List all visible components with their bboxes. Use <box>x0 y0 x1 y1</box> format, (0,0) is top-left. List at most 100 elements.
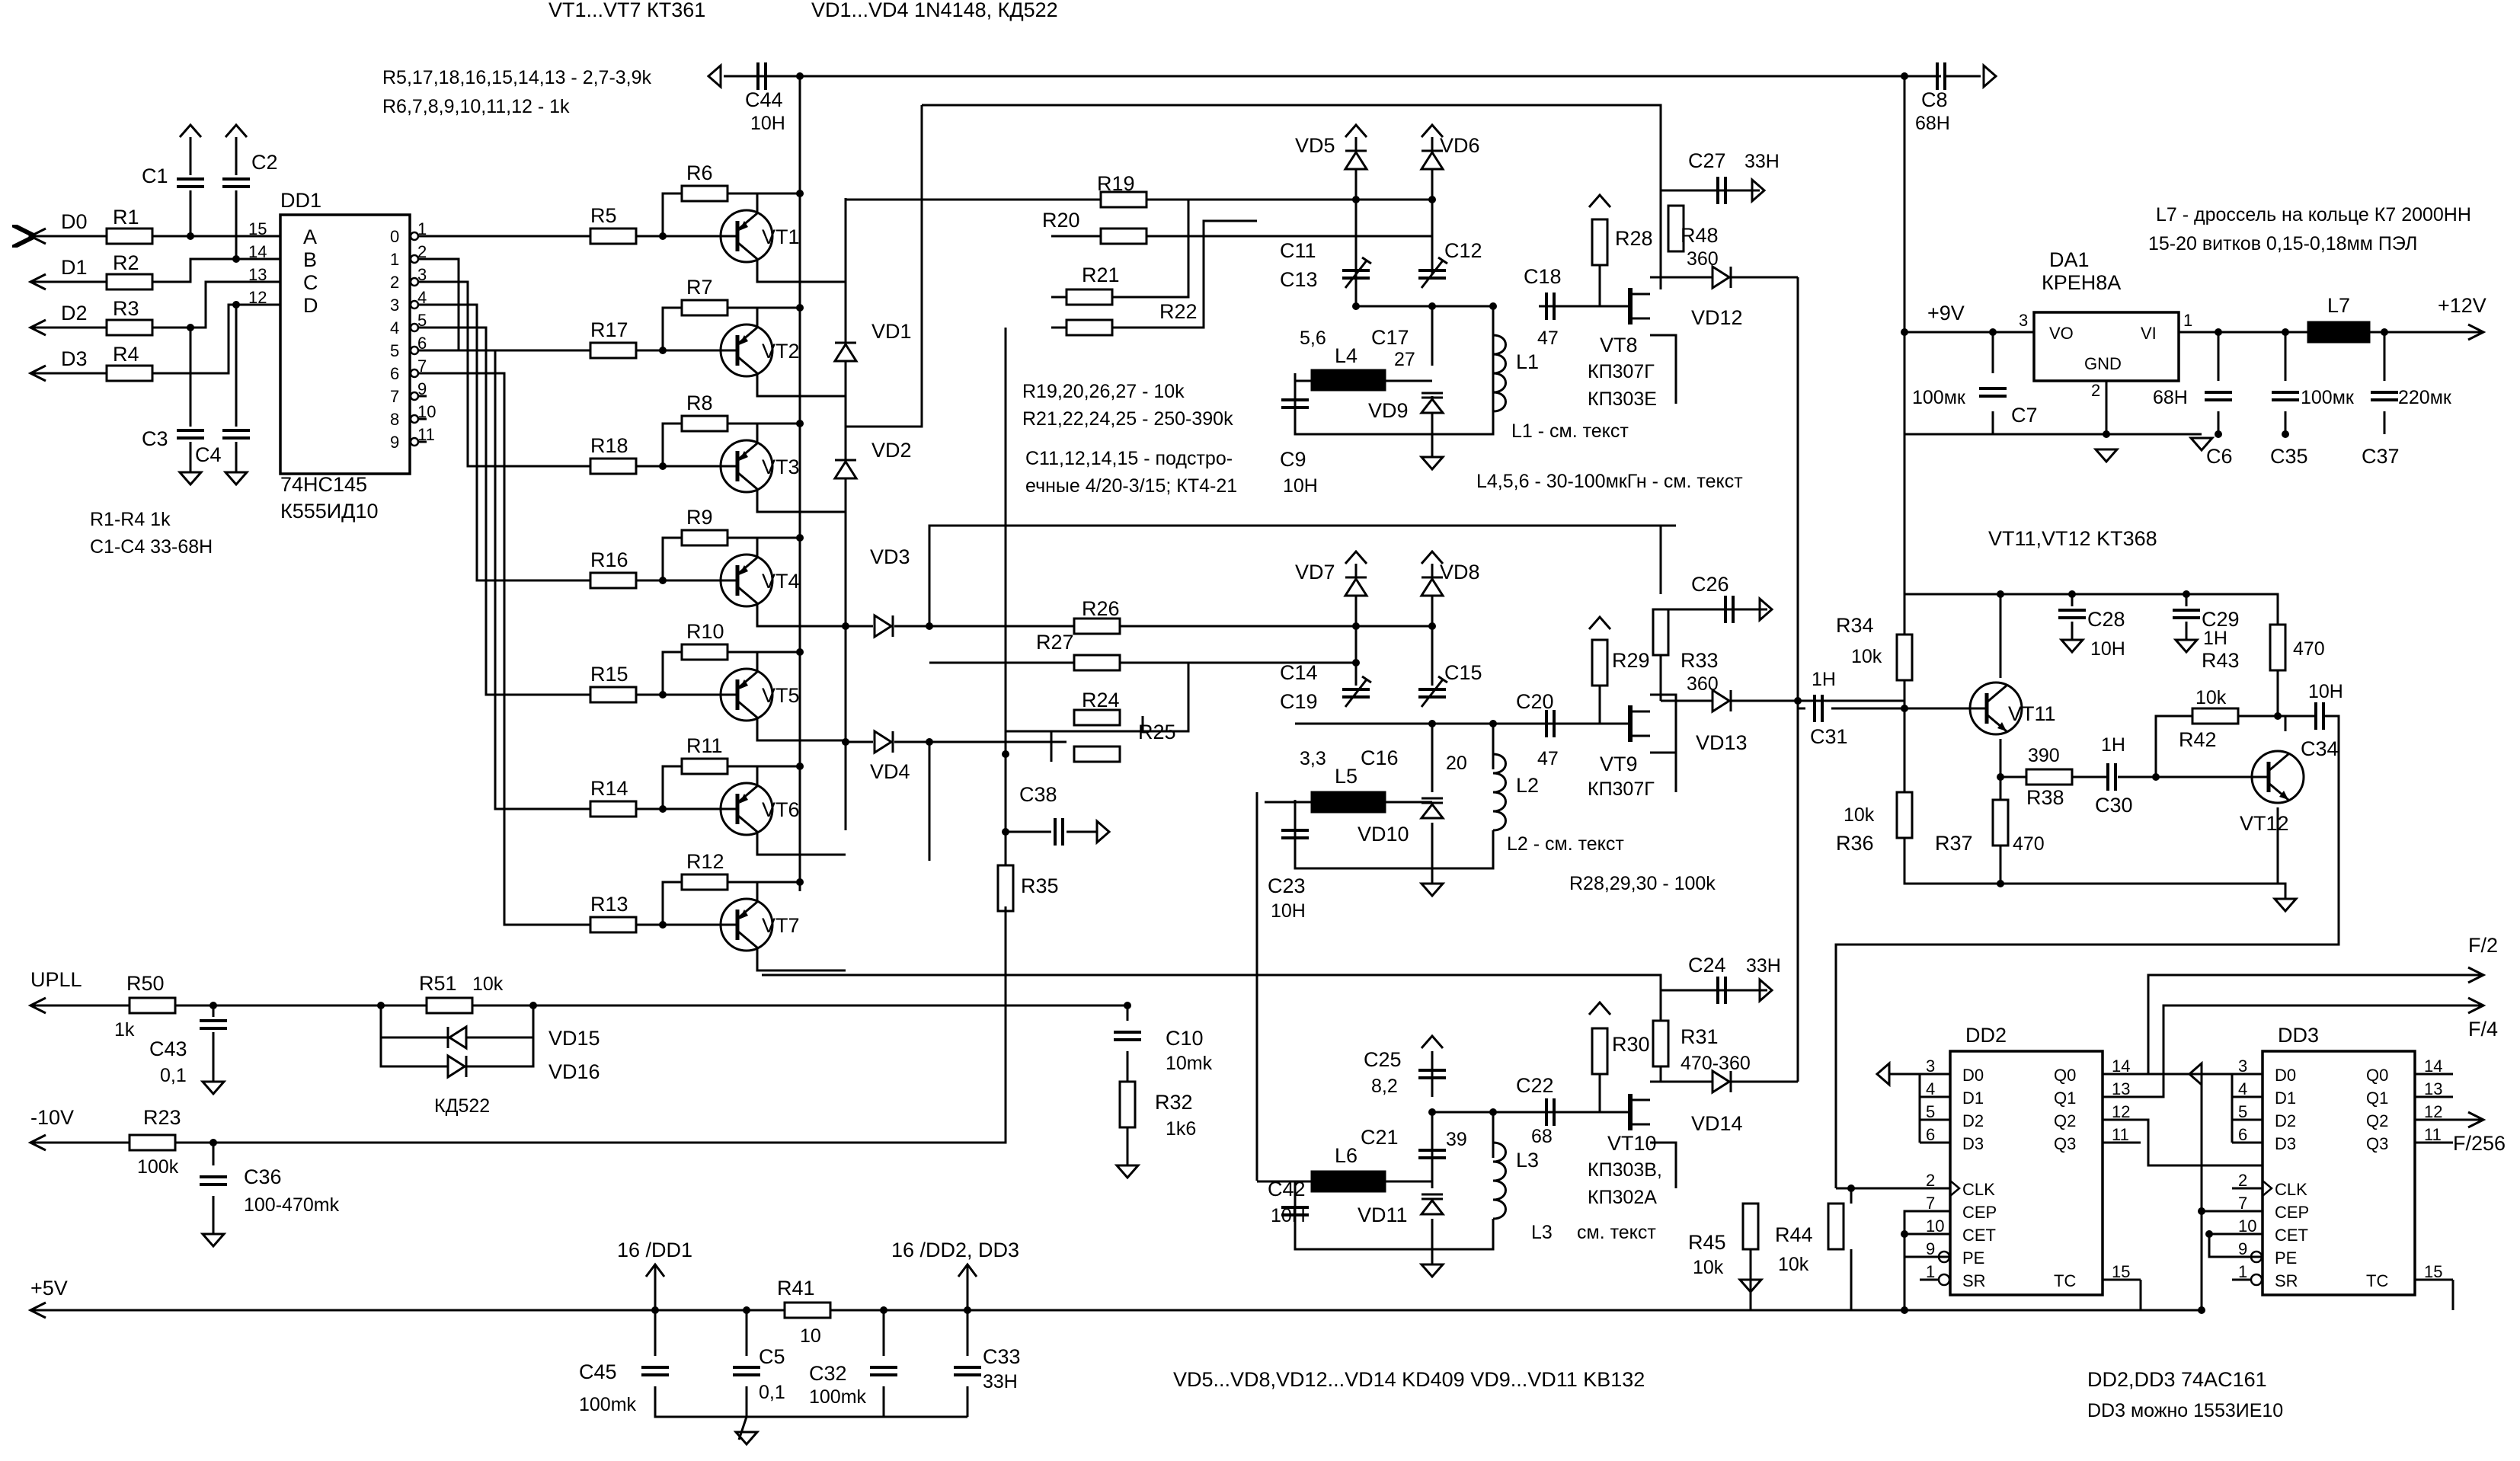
cap-c8: C8 <box>1921 88 1948 111</box>
cap-c38: C38 <box>1019 783 1057 806</box>
vco3-section <box>762 792 1798 1264</box>
res-r4: R4 <box>113 343 139 366</box>
amplifier-section <box>1798 590 2340 1188</box>
switch-ladder: R5R6VT1R17R7VT2R18R8VT3R16R9VT4R15R10VT5… <box>427 161 846 972</box>
reg-type: КРЕН8А <box>2042 271 2121 294</box>
res-r50-val: 1k <box>114 1019 135 1041</box>
dd2-in-d1: D1 <box>1962 1089 1984 1108</box>
dd3-outpin-1: 13 <box>2424 1079 2442 1098</box>
diode-vd1: VD1 <box>871 320 912 343</box>
dd1-out-7: 7 <box>390 387 399 406</box>
dd2-in-d2: D2 <box>1962 1111 1984 1130</box>
dd2-inpin-8: 1 <box>1926 1262 1935 1281</box>
label-plus9: +9V <box>1927 302 1965 324</box>
base-res-4: R16 <box>590 548 628 571</box>
cap-c31-val: 1H <box>1812 669 1836 690</box>
dd3-in-cep: CEP <box>2275 1203 2309 1222</box>
fet-vt8-type: КП307Г <box>1588 361 1655 382</box>
dd3-in-cet: CET <box>2275 1226 2308 1245</box>
plus5-section <box>27 1280 2205 1440</box>
arrow-dd1 <box>644 1262 666 1280</box>
res-r43: R43 <box>2202 649 2240 672</box>
dd1-out-6: 6 <box>390 364 399 383</box>
dd1-in-d: D <box>303 294 318 317</box>
dd3-outpin-0: 14 <box>2424 1057 2442 1076</box>
res-r22: R22 <box>1159 300 1198 323</box>
label-plus12: +12V <box>2438 294 2486 317</box>
diode-vd13: VD13 <box>1696 731 1748 754</box>
diode-vd12: VD12 <box>1691 306 1743 329</box>
cap-c7-val: 100мк <box>1912 387 1966 408</box>
label-plus5: +5V <box>30 1277 68 1300</box>
dd3-in-d0: D0 <box>2275 1066 2296 1085</box>
dd1-outpin-0: 1 <box>417 219 427 238</box>
note-c1c4: C1-C4 33-68H <box>90 536 213 558</box>
cap-c44-val: 10H <box>750 113 785 134</box>
cap-c7: C7 <box>2011 404 2038 427</box>
res-r36-val: 10k <box>1844 804 1875 826</box>
cap-c19-val: 3,3 <box>1300 748 1326 769</box>
note-trim: C11,12,14,15 - подстро- <box>1025 448 1233 469</box>
cap-c6: C6 <box>2206 445 2233 468</box>
dd3-in-d3: D3 <box>2275 1134 2296 1153</box>
note-l2: L2 - см. текст <box>1507 833 1624 855</box>
res-r34-val: 10k <box>1851 646 1882 667</box>
dd2-in-cet: CET <box>1962 1226 1996 1245</box>
note-l7: L7 - дроссель на кольце К7 2000НН <box>2156 204 2471 225</box>
vt-label-4: VT4 <box>762 570 800 593</box>
dd2-inpin-3: 6 <box>1926 1125 1935 1144</box>
note-l456: L4,5,6 - 30-100мкГн - см. текст <box>1476 471 1743 492</box>
res-r32-val: 1k6 <box>1166 1118 1196 1140</box>
dd3-inpin-6: 10 <box>2238 1216 2256 1236</box>
cap-c1: C1 <box>142 165 168 187</box>
dd3-in-pe: PE <box>2275 1248 2297 1268</box>
res-r48-val: 360 <box>1687 248 1719 270</box>
label-pwr-dd1: 16 /DD1 <box>617 1239 692 1261</box>
res-r20: R20 <box>1042 209 1080 232</box>
cap-c17: C17 <box>1371 326 1409 349</box>
dd3-out-q0: Q0 <box>2366 1066 2388 1085</box>
dd2-inpin-7: 9 <box>1926 1239 1935 1258</box>
vco-output-bus <box>1737 276 1904 1083</box>
res-r31-val: 470-360 <box>1681 1053 1751 1074</box>
cap-c32-val: 100mk <box>809 1386 867 1408</box>
cap-c18-val: 47 <box>1537 328 1559 349</box>
res-r32: R32 <box>1155 1091 1193 1114</box>
diode-vd4: VD4 <box>870 760 910 783</box>
cap-c31: C31 <box>1810 725 1848 748</box>
diode-vd11: VD11 <box>1358 1204 1408 1226</box>
reg-pin1: 1 <box>2183 311 2192 330</box>
dd1-type: 74HC145 <box>280 473 367 496</box>
dd3-out-q3: Q3 <box>2366 1134 2388 1153</box>
cap-c22-val: 68 <box>1531 1126 1553 1147</box>
coil-l4: L4 <box>1335 344 1358 367</box>
vt-label-3: VT3 <box>762 456 800 478</box>
diode-vd2: VD2 <box>871 439 912 462</box>
dd1-outpin-5: 6 <box>417 334 427 353</box>
dd2-outpin-2: 12 <box>2112 1102 2130 1121</box>
reg-pin2: 2 <box>2091 381 2100 400</box>
note-trim2: ечные 4/20-3/15; КТ4-21 <box>1025 475 1237 497</box>
diode-vd10: VD10 <box>1358 823 1409 846</box>
dd2-out-q0: Q0 <box>2054 1066 2076 1085</box>
res-r35: R35 <box>1021 874 1059 897</box>
dd2-outpin-1: 13 <box>2112 1079 2130 1098</box>
trans-vt11: VT11 <box>2008 702 2056 725</box>
cap-c11: C11 <box>1280 239 1316 262</box>
cap-c30-val: 1H <box>2101 734 2125 756</box>
cap-c21: C21 <box>1361 1126 1399 1149</box>
pull-res-4: R9 <box>686 506 713 529</box>
cap-c17-val: 27 <box>1394 349 1415 370</box>
cap-c6-val: 68H <box>2153 387 2188 408</box>
res-r3: R3 <box>113 297 139 320</box>
cap-c4: C4 <box>195 443 222 466</box>
cap-c36: C36 <box>244 1165 282 1188</box>
res-r42-val: 10k <box>2195 687 2227 708</box>
cap-c20-val: 47 <box>1537 748 1559 769</box>
cap-c30: C30 <box>2095 794 2133 817</box>
output-f2: F/2 <box>2468 934 2498 957</box>
dd2-out-tc: TC <box>2054 1271 2076 1290</box>
note-res-vals2: R21,22,24,25 - 250-390k <box>1022 408 1233 430</box>
cap-c20: C20 <box>1516 690 1554 713</box>
